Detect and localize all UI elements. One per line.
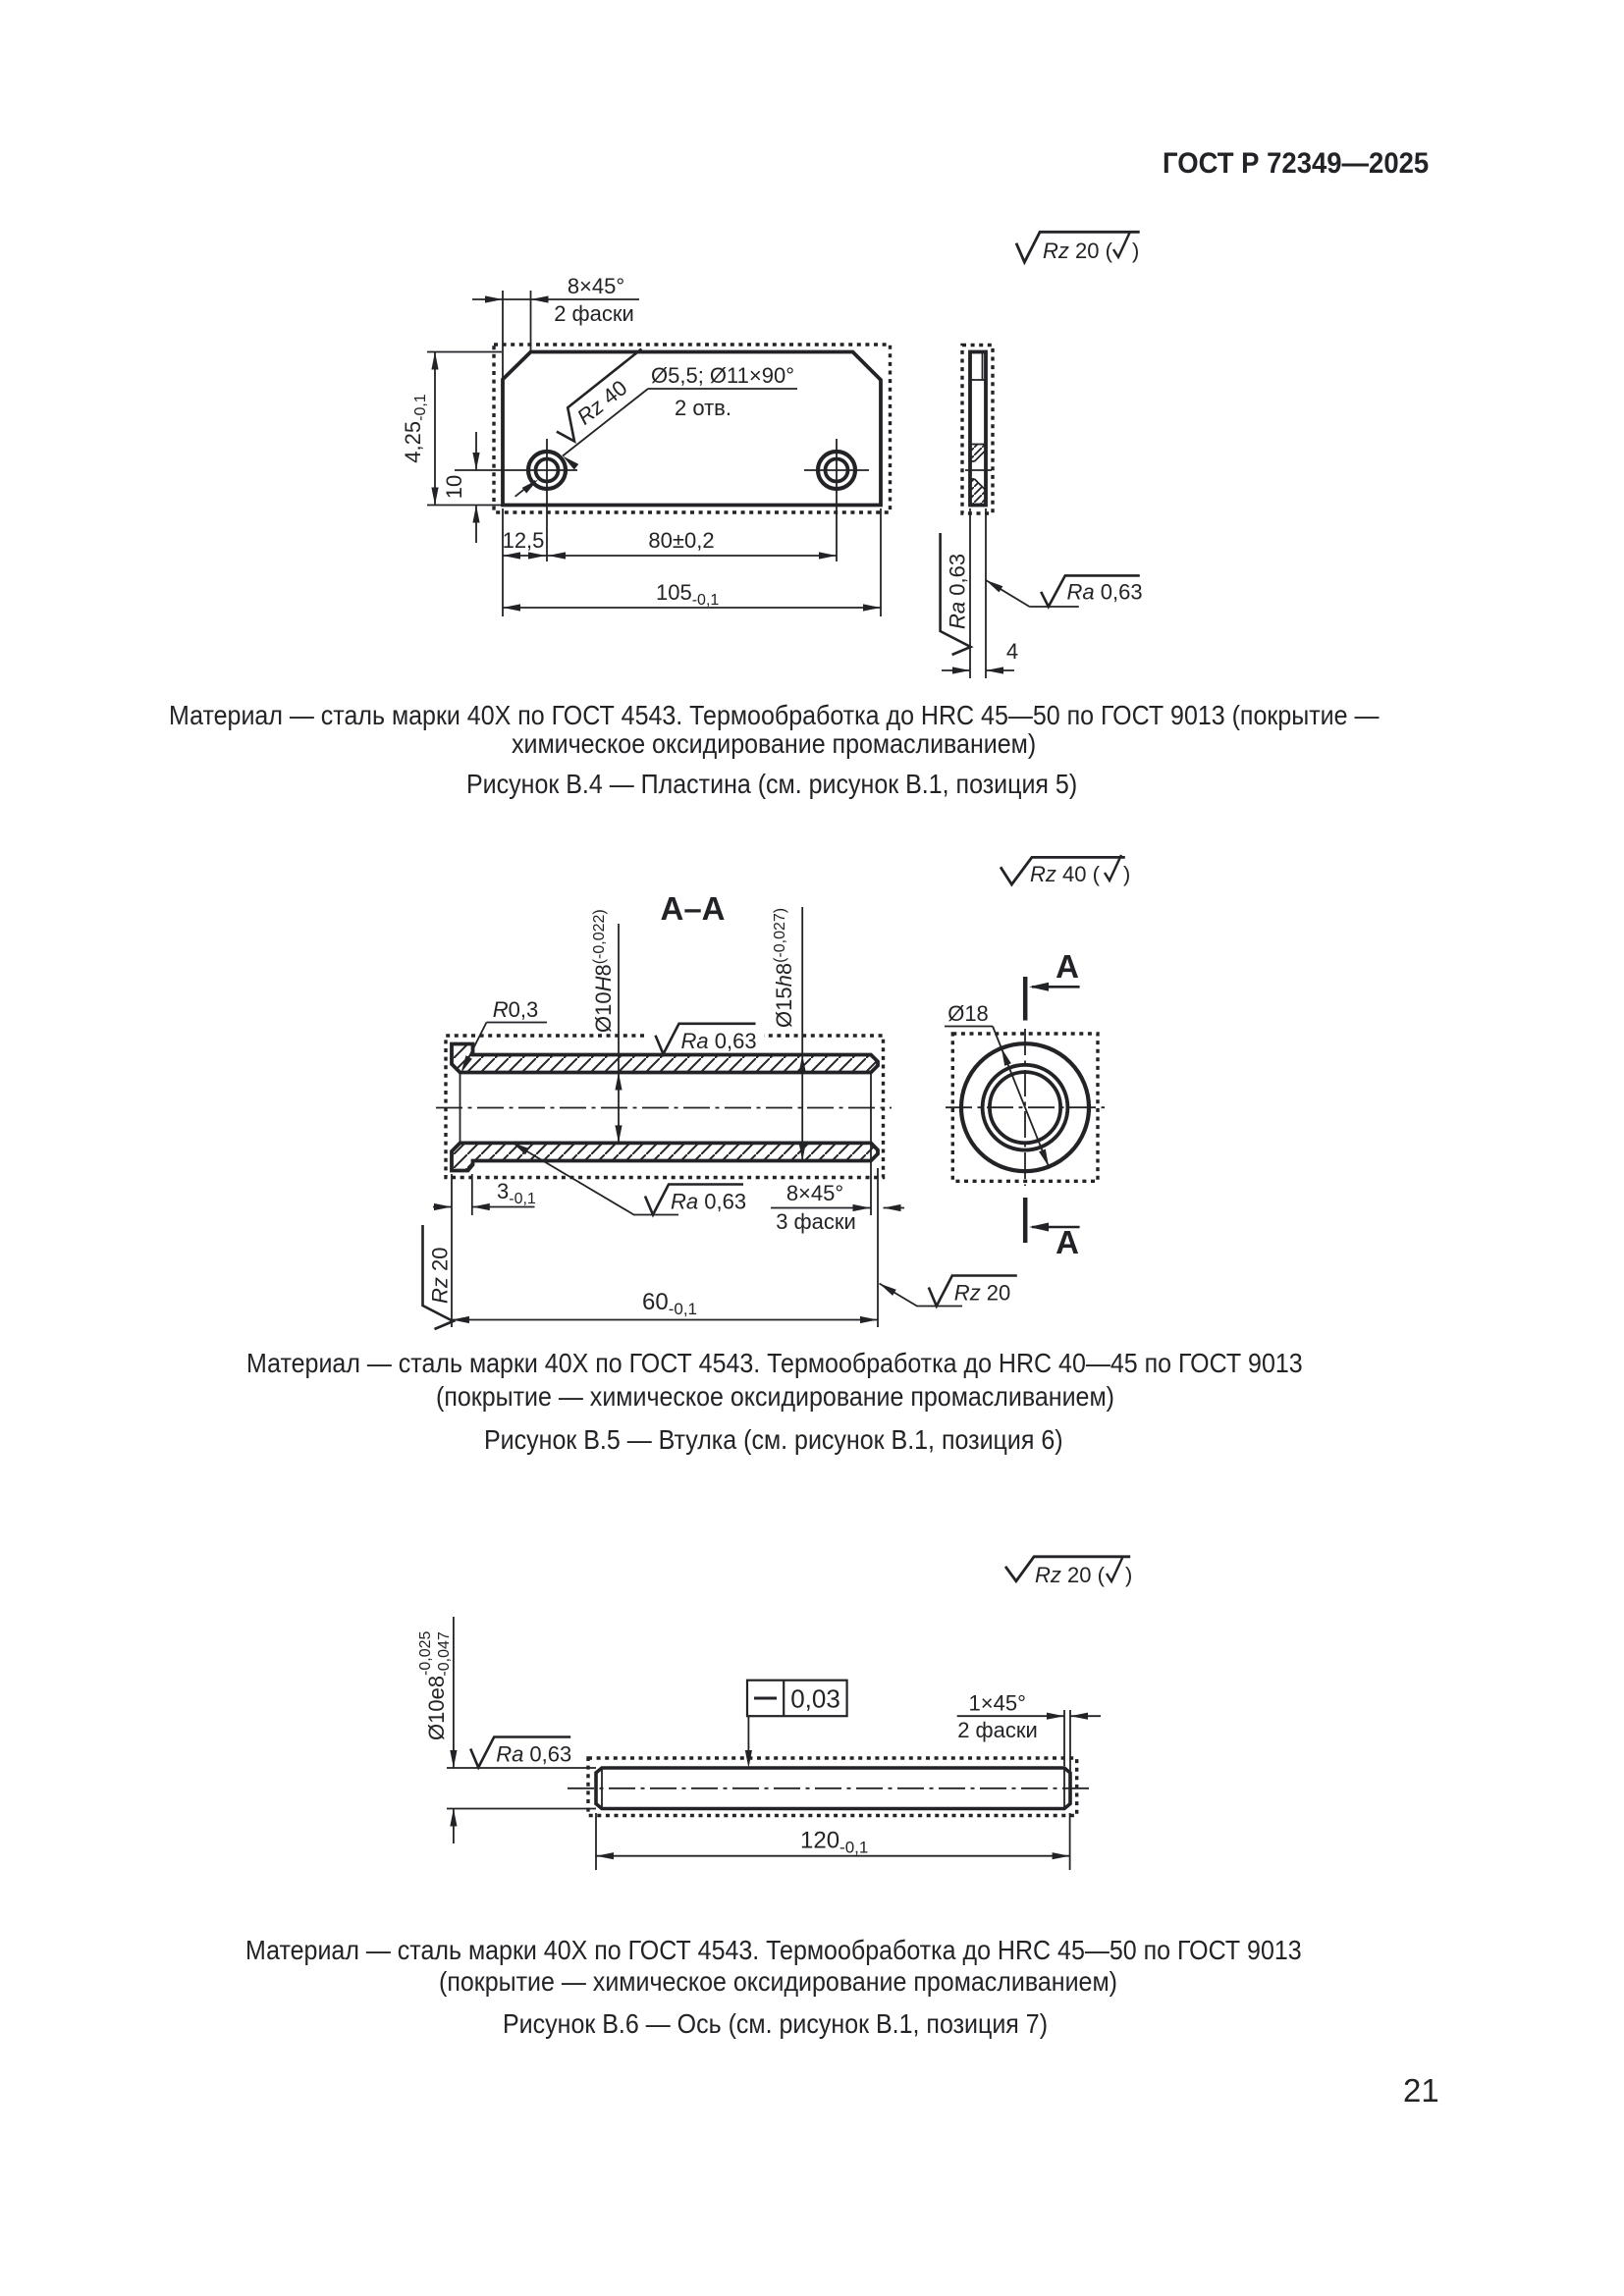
svg-text:Ø10H8(-0,022): Ø10H8(-0,022) (591, 909, 616, 1033)
svg-text:Rz 20 (: Rz 20 ( (1043, 239, 1113, 263)
svg-text:60-0,1: 60-0,1 (642, 1289, 697, 1318)
svg-text:8×45°: 8×45° (568, 274, 624, 298)
svg-text:120-0,1: 120-0,1 (800, 1828, 868, 1857)
svg-text:Ra 0,63: Ra 0,63 (671, 1190, 746, 1214)
svg-text:2 фаски: 2 фаски (957, 1718, 1038, 1742)
svg-text:Ra 0,63: Ra 0,63 (1067, 580, 1143, 605)
svg-text:A: A (1056, 1224, 1079, 1260)
svg-text:Rz 40: Rz 40 (572, 375, 632, 429)
svg-text:Rz 40 (: Rz 40 ( (1030, 862, 1101, 886)
svg-text:Ra 0,63: Ra 0,63 (681, 1029, 757, 1053)
svg-text:80±0,2: 80±0,2 (648, 528, 714, 553)
svg-text:Rz 20 (: Rz 20 ( (1035, 1563, 1106, 1587)
svg-text:1×45°: 1×45° (969, 1691, 1026, 1716)
svg-text:): ) (1132, 239, 1139, 263)
svg-text:A: A (1056, 948, 1079, 985)
svg-text:): ) (1125, 1563, 1132, 1587)
svg-text:2 фаски: 2 фаски (554, 301, 634, 326)
svg-text:4: 4 (1006, 639, 1018, 664)
svg-text:Rz 20: Rz 20 (954, 1281, 1010, 1306)
svg-text:): ) (1123, 862, 1130, 886)
svg-text:3-0,1: 3-0,1 (497, 1179, 536, 1207)
svg-text:0,03: 0,03 (790, 1684, 840, 1714)
svg-text:10: 10 (442, 475, 466, 499)
svg-text:3 фаски: 3 фаски (776, 1209, 856, 1234)
svg-text:A–A: A–A (660, 890, 725, 927)
svg-text:Ø5,5; Ø11×90°: Ø5,5; Ø11×90° (651, 363, 794, 388)
svg-text:R0,3: R0,3 (493, 997, 538, 1022)
svg-text:Ra 0,63: Ra 0,63 (946, 554, 970, 629)
svg-text:8×45°: 8×45° (786, 1181, 843, 1205)
svg-text:105-0,1: 105-0,1 (656, 580, 719, 609)
svg-text:Ø18: Ø18 (947, 1001, 989, 1026)
svg-text:Ra 0,63: Ra 0,63 (496, 1742, 571, 1767)
svg-text:Ø10e8-0,025-0,047: Ø10e8-0,025-0,047 (417, 1630, 453, 1740)
svg-text:12,5: 12,5 (503, 528, 545, 553)
svg-text:2 отв.: 2 отв. (675, 396, 731, 420)
svg-text:4,25-0,1: 4,25-0,1 (401, 394, 429, 463)
svg-text:Ø15h8(-0,027): Ø15h8(-0,027) (772, 908, 796, 1028)
svg-text:Rz 20: Rz 20 (428, 1248, 453, 1304)
